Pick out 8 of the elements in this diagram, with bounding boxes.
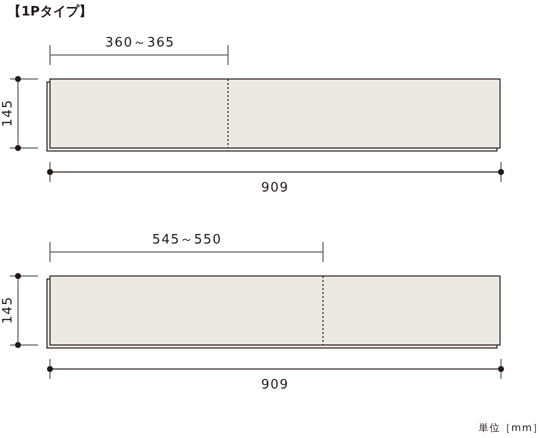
dimension-value: 145 — [2, 99, 14, 127]
dimension-value: 909 — [261, 182, 289, 194]
unit-note: 単位［mm］ — [478, 424, 543, 434]
title: 【1Pタイプ】 — [8, 6, 92, 18]
dimension-value: 909 — [261, 378, 289, 392]
dimension-value: 360～365 — [105, 36, 175, 50]
dimension-value: 545～550 — [152, 234, 222, 246]
dimension-value: 145 — [2, 296, 14, 324]
